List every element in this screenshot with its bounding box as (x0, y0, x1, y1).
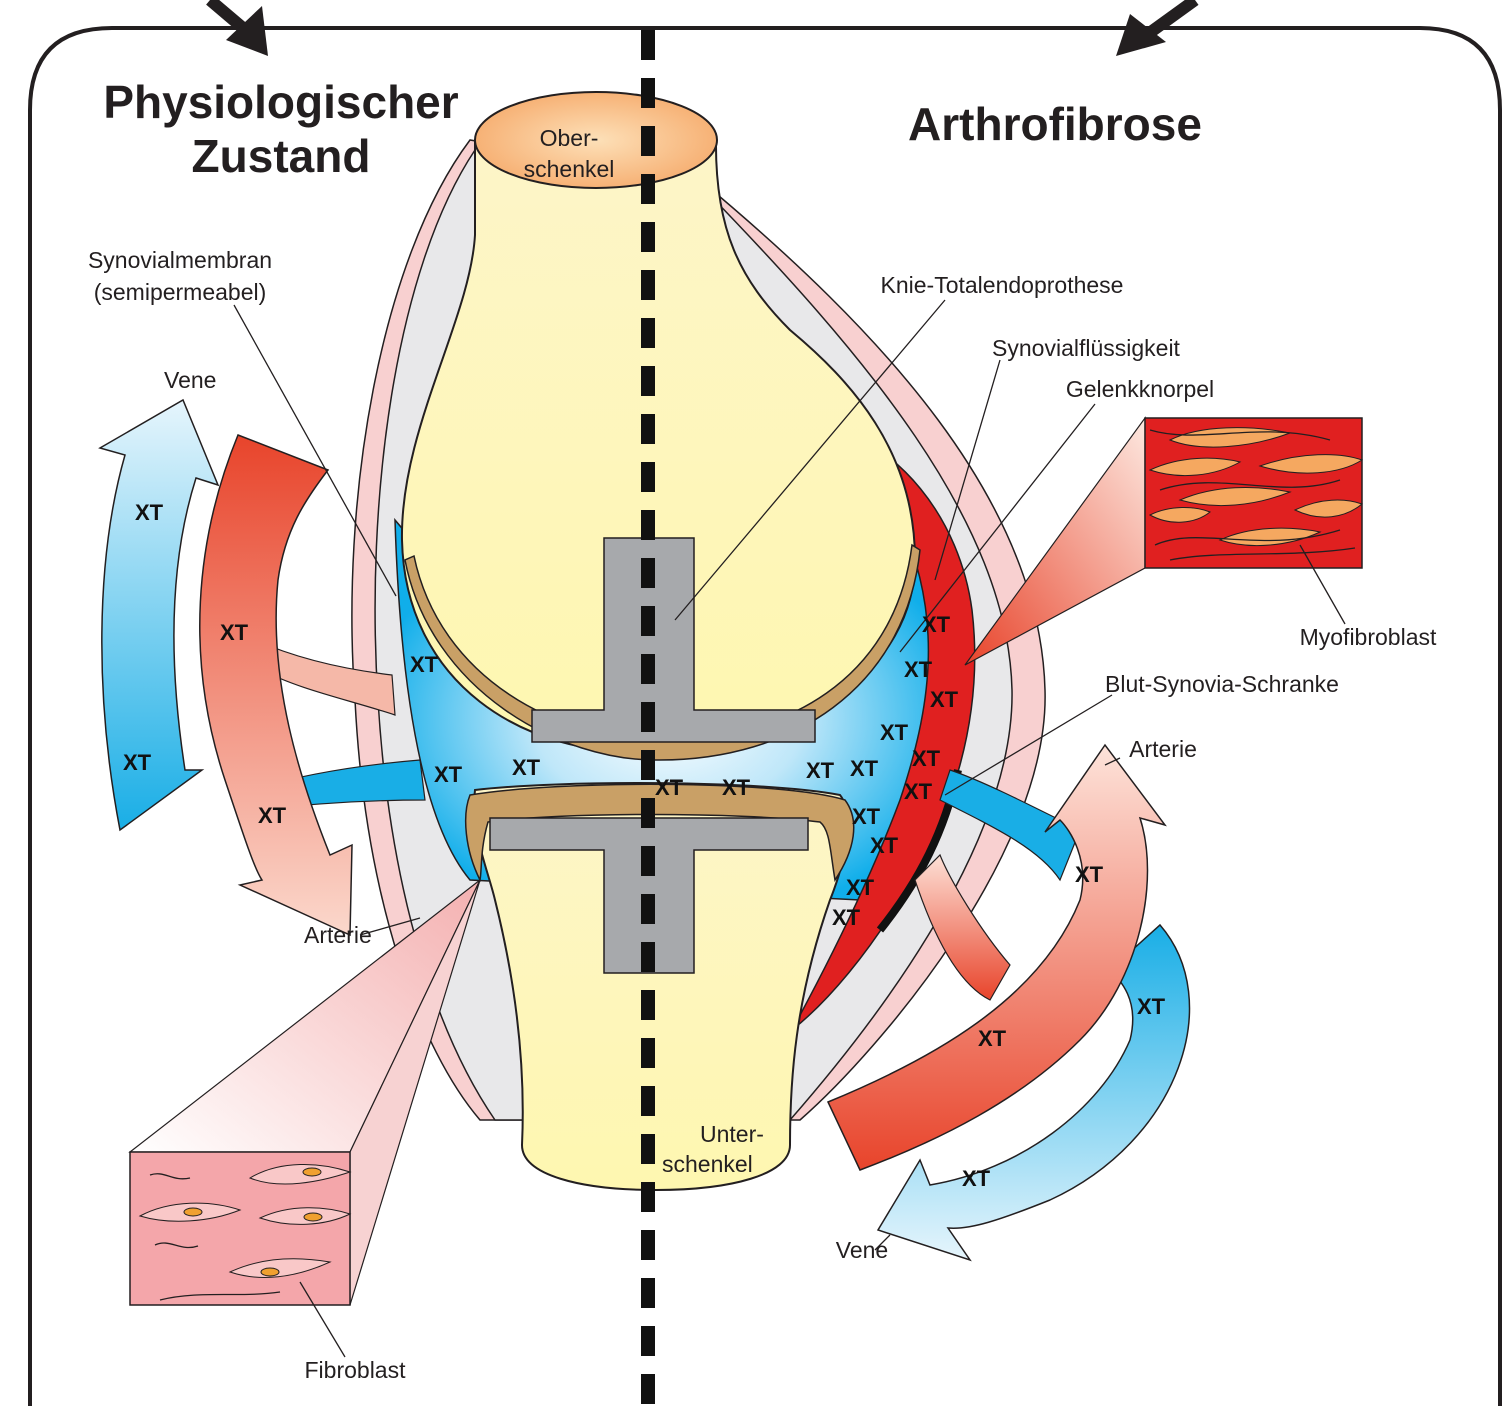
xt-marker: XT (512, 755, 541, 780)
title-right: Arthrofibrose (908, 98, 1202, 150)
label-cartilage: Gelenkknorpel (1066, 376, 1214, 402)
label-blood-barrier: Blut-Synovia-Schranke (1105, 671, 1339, 697)
xt-marker: XT (880, 720, 909, 745)
label-fibroblast: Fibroblast (305, 1357, 407, 1383)
label-artery-right: Arterie (1129, 736, 1197, 762)
xt-marker: XT (123, 750, 152, 775)
tibia-label-2: schenkel (662, 1151, 753, 1177)
label-vein-left: Vene (164, 367, 216, 393)
xt-marker: XT (922, 612, 951, 637)
xt-marker: XT (655, 775, 684, 800)
xt-marker: XT (978, 1026, 1007, 1051)
xt-marker: XT (870, 833, 899, 858)
label-artery-left: Arterie (304, 922, 372, 948)
xt-marker: XT (904, 779, 933, 804)
tibia-label-1: Unter- (700, 1121, 764, 1147)
title-left-line1: Physiologischer (103, 76, 458, 128)
xt-marker: XT (852, 804, 881, 829)
label-synovial-membrane-2: (semipermeabel) (94, 279, 267, 305)
xt-marker: XT (434, 762, 463, 787)
xt-marker: XT (258, 803, 287, 828)
label-vein-right: Vene (836, 1237, 888, 1263)
label-synovial-membrane-1: Synovialmembran (88, 247, 272, 273)
label-prosthesis: Knie-Totalendoprothese (881, 272, 1124, 298)
xt-marker: XT (912, 746, 941, 771)
xt-marker: XT (904, 657, 933, 682)
xt-marker: XT (220, 620, 249, 645)
xt-marker: XT (135, 500, 164, 525)
xt-marker: XT (806, 758, 835, 783)
label-myofibroblast: Myofibroblast (1300, 624, 1437, 650)
xt-marker: XT (832, 905, 861, 930)
xt-marker: XT (722, 775, 751, 800)
xt-marker: XT (930, 687, 959, 712)
xt-marker: XT (850, 756, 879, 781)
title-left-line2: Zustand (192, 130, 371, 182)
xt-marker: XT (1075, 862, 1104, 887)
label-synovial-fluid: Synovialflüssigkeit (992, 335, 1181, 361)
femur-label-2: schenkel (524, 156, 615, 182)
femur-label-1: Ober- (540, 125, 599, 151)
xt-marker: XT (846, 875, 875, 900)
xt-marker: XT (962, 1166, 991, 1191)
xt-marker: XT (410, 652, 439, 677)
xt-marker: XT (1137, 994, 1166, 1019)
